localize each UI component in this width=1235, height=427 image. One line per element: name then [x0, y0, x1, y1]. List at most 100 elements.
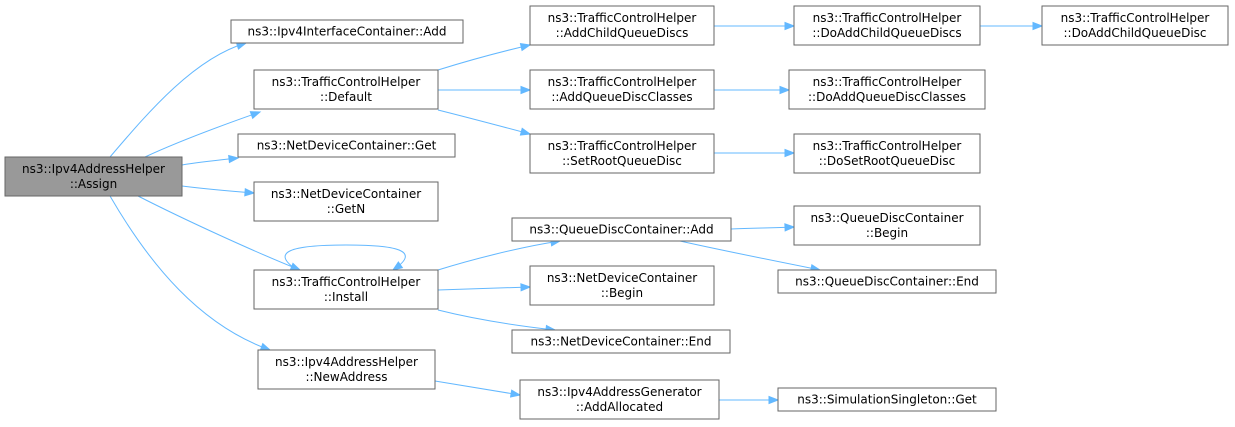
node-label-line: ns3::TrafficControlHelper [813, 11, 962, 25]
edge-iag_addallocated-to-ss_get [719, 395, 780, 405]
node-label-line: ns3::QueueDiscContainer::End [795, 275, 979, 289]
node-label-line: ns3::Ipv4InterfaceContainer::Add [248, 25, 447, 39]
edge-tch_addclasses-to-tch_doaddclasses [714, 85, 791, 95]
edge-arrowhead [519, 127, 532, 136]
edge-tch_setroot-to-tch_dosetroot [714, 148, 796, 158]
edge-assign-to-iah_newaddress [109, 195, 272, 351]
node-label-line: ns3::TrafficControlHelper [1061, 11, 1210, 25]
node-box[interactable] [777, 269, 997, 294]
node-iah-newaddress[interactable]: ns3::Ipv4AddressHelper::NewAddress [257, 349, 436, 390]
node-label-line: ::Install [324, 290, 368, 304]
node-ndc-end[interactable]: ns3::NetDeviceContainer::End [511, 329, 731, 354]
node-box[interactable] [793, 205, 981, 246]
node-qdc-end[interactable]: ns3::QueueDiscContainer::End [777, 269, 997, 294]
edge-line [434, 380, 521, 396]
node-box[interactable] [1041, 5, 1229, 46]
node-tch-addclasses[interactable]: ns3::TrafficControlHelper::AddQueueDiscC… [529, 69, 715, 110]
node-tch-doaddchild[interactable]: ns3::TrafficControlHelper::DoAddChildQue… [1041, 5, 1229, 46]
node-tch-setroot[interactable]: ns3::TrafficControlHelper::SetRootQueueD… [529, 133, 715, 174]
node-iag-addallocated[interactable]: ns3::Ipv4AddressGenerator::AddAllocated [519, 379, 720, 420]
edge-arrowhead [520, 283, 532, 292]
edge-tch_default-to-tch_addclasses [438, 85, 532, 95]
edge-line [437, 44, 531, 71]
node-assign[interactable]: ns3::Ipv4AddressHelper::Assign [4, 156, 183, 197]
node-box[interactable] [230, 19, 464, 44]
node-label-line: ::Assign [70, 177, 117, 191]
edge-line [437, 286, 531, 291]
node-ndc-begin[interactable]: ns3::NetDeviceContainer::Begin [529, 265, 715, 306]
node-label-line: ::DoAddQueueDiscClasses [808, 90, 966, 104]
node-label-line: ns3::SimulationSingleton::Get [797, 393, 977, 407]
edge-tch_doaddchilds-to-tch_doaddchild [980, 21, 1044, 31]
edge-line [144, 111, 261, 158]
node-box[interactable] [257, 349, 436, 390]
node-box[interactable] [253, 269, 439, 310]
edge-tch_install-to-tch_install [284, 244, 406, 271]
node-ss-get[interactable]: ns3::SimulationSingleton::Get [777, 387, 997, 412]
edge-line [679, 240, 821, 271]
edge-arrowhead [1032, 21, 1044, 31]
node-ndc-get[interactable]: ns3::NetDeviceContainer::Get [237, 133, 456, 158]
node-box[interactable] [529, 69, 715, 110]
node-label-line: ns3::NetDeviceContainer::End [530, 335, 711, 349]
node-tch-addchild[interactable]: ns3::TrafficControlHelper::AddChildQueue… [529, 5, 715, 46]
node-box[interactable] [4, 156, 183, 197]
node-label-line: ns3::NetDeviceContainer::Get [257, 139, 437, 153]
node-label-line: ns3::Ipv4AddressHelper [275, 355, 418, 369]
node-tch-default[interactable]: ns3::TrafficControlHelper::Default [253, 69, 439, 110]
node-box[interactable] [793, 133, 981, 174]
edge-line [284, 244, 406, 271]
node-label-line: ::AddAllocated [576, 400, 663, 414]
node-box[interactable] [529, 133, 715, 174]
edge-assign-to-ndc_get [181, 154, 240, 166]
edge-line [437, 240, 561, 271]
node-label-line: ns3::QueueDiscContainer [810, 211, 963, 225]
node-box[interactable] [253, 69, 439, 110]
node-label-line: ::NewAddress [305, 370, 387, 384]
node-label-line: ::Begin [866, 226, 908, 240]
edge-arrowhead [779, 85, 791, 95]
node-ipv4ic-add[interactable]: ns3::Ipv4InterfaceContainer::Add [230, 19, 464, 44]
node-box[interactable] [511, 329, 731, 354]
edge-line [109, 195, 271, 351]
edge-arrowhead [784, 148, 796, 158]
edge-tch_default-to-tch_setroot [437, 109, 532, 136]
node-label-line: ::DoSetRootQueueDisc [819, 154, 955, 168]
node-box[interactable] [529, 5, 715, 46]
node-tch-dosetroot[interactable]: ns3::TrafficControlHelper::DoSetRootQueu… [793, 133, 981, 174]
node-qdc-begin[interactable]: ns3::QueueDiscContainer::Begin [793, 205, 981, 246]
node-box[interactable] [529, 265, 715, 306]
node-box[interactable] [793, 5, 981, 46]
node-qdc-add[interactable]: ns3::QueueDiscContainer::Add [511, 217, 732, 242]
edge-arrowhead [768, 395, 780, 405]
edge-qdc_add-to-qdc_begin [730, 223, 796, 232]
edge-tch_addchild-to-tch_doaddchilds [714, 21, 796, 31]
node-label-line: ns3::TrafficControlHelper [272, 275, 421, 289]
node-box[interactable] [777, 387, 997, 412]
node-label-line: ns3::TrafficControlHelper [813, 139, 962, 153]
edge-arrowhead [784, 21, 796, 31]
edge-assign-to-ndc_getn [181, 185, 256, 197]
node-tch-doaddchilds[interactable]: ns3::TrafficControlHelper::DoAddChildQue… [793, 5, 981, 46]
edge-tch_default-to-tch_addchild [437, 43, 532, 71]
node-box[interactable] [519, 379, 720, 420]
node-box[interactable] [511, 217, 732, 242]
edge-arrowhead [784, 223, 796, 232]
node-box[interactable] [788, 69, 986, 110]
node-label-line: ::AddQueueDiscClasses [551, 90, 692, 104]
node-label-line: ns3::TrafficControlHelper [548, 139, 697, 153]
nodes-layer: ns3::Ipv4AddressHelper::Assign ns3::Ipv4I… [4, 5, 1229, 420]
edge-arrowhead [509, 389, 522, 398]
node-tch-doaddclasses[interactable]: ns3::TrafficControlHelper::DoAddQueueDis… [788, 69, 986, 110]
edge-iah_newaddress-to-iag_addallocated [434, 380, 522, 398]
node-box[interactable] [237, 133, 456, 158]
node-box[interactable] [253, 181, 439, 222]
edge-line [137, 195, 301, 271]
node-label-line: ns3::TrafficControlHelper [548, 75, 697, 89]
node-ndc-getn[interactable]: ns3::NetDeviceContainer::GetN [253, 181, 439, 222]
node-tch-install[interactable]: ns3::TrafficControlHelper::Install [253, 269, 439, 310]
node-label-line: ::Begin [601, 286, 643, 300]
node-label-line: ns3::NetDeviceContainer [271, 187, 421, 201]
edge-arrowhead [520, 85, 532, 95]
